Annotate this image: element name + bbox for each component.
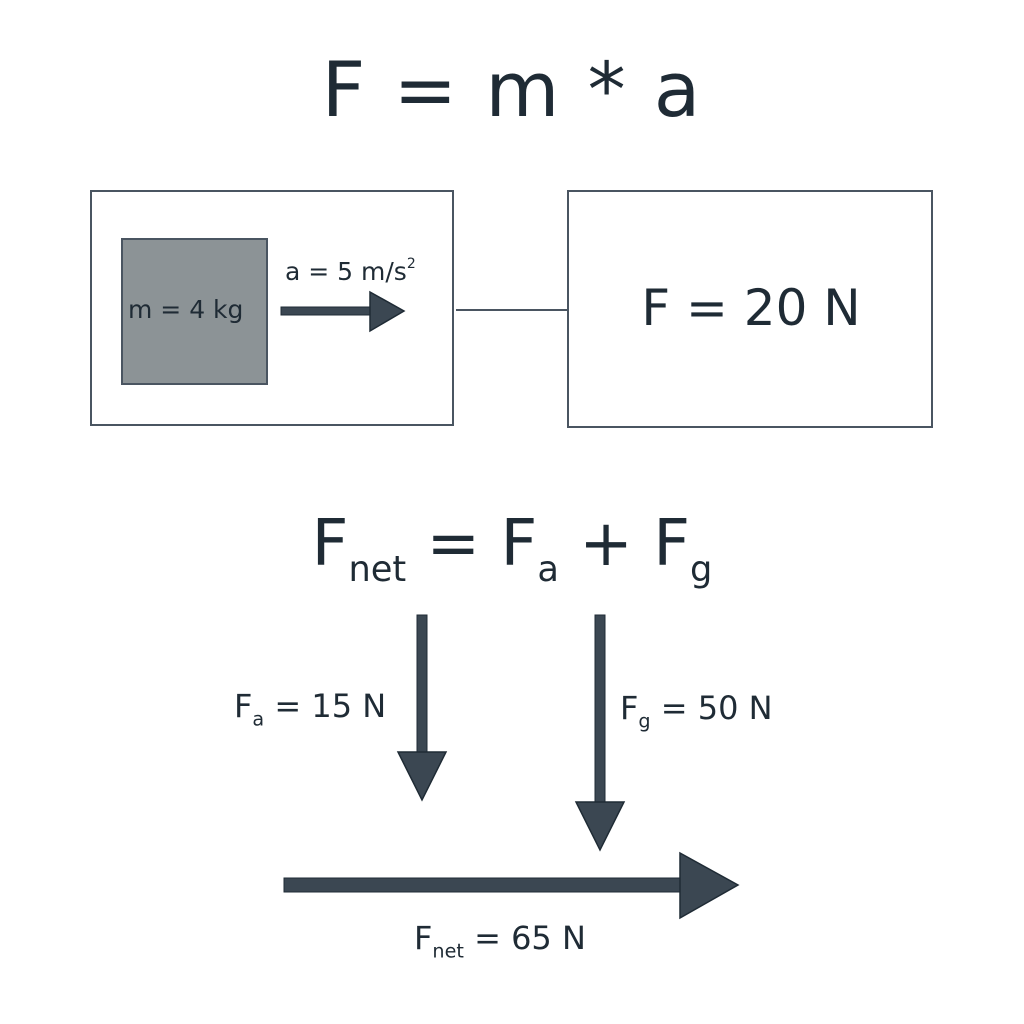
force-a-value: = 15 N [264, 687, 387, 725]
acceleration-arrow [280, 290, 406, 333]
mass-label: m = 4 kg [128, 295, 244, 324]
mass-acceleration-box [90, 190, 454, 426]
force-net-label: Fnet = 65 N [414, 922, 586, 961]
force-a-sub: a [252, 707, 265, 731]
net-eq-f1: F [311, 507, 349, 581]
net-eq-equals: = [406, 507, 501, 581]
force-g-sub: g [638, 709, 651, 733]
net-force-equation: Fnet = Fa + Fg [0, 512, 1024, 587]
force-net-symbol: F [414, 919, 433, 957]
net-eq-f2: F [500, 507, 538, 581]
force-g-label: Fg = 50 N [620, 692, 773, 731]
force-g-symbol: F [620, 689, 639, 727]
force-g-arrow [574, 614, 626, 852]
force-a-symbol: F [234, 687, 253, 725]
net-eq-plus: + [558, 507, 654, 581]
force-net-value: = 65 N [463, 919, 586, 957]
acceleration-exponent: 2 [406, 256, 416, 272]
force-a-label: Fa = 15 N [234, 690, 386, 729]
force-net-arrow [283, 851, 740, 920]
force-label: F = 20 N [641, 279, 861, 337]
main-equation: F = m * a [321, 45, 703, 134]
connector-line [456, 309, 567, 311]
force-g-value: = 50 N [650, 689, 773, 727]
force-a-arrow [396, 614, 448, 802]
acceleration-base: a = 5 m/s [285, 257, 407, 286]
mass-block [121, 238, 268, 385]
net-eq-f3-sub: g [690, 548, 713, 590]
net-eq-f3: F [653, 507, 691, 581]
acceleration-label: a = 5 m/s2 [285, 257, 416, 284]
force-result-box [567, 190, 933, 428]
net-eq-f1-sub: net [348, 548, 407, 590]
force-net-sub: net [432, 939, 464, 963]
net-eq-f2-sub: a [537, 548, 559, 590]
